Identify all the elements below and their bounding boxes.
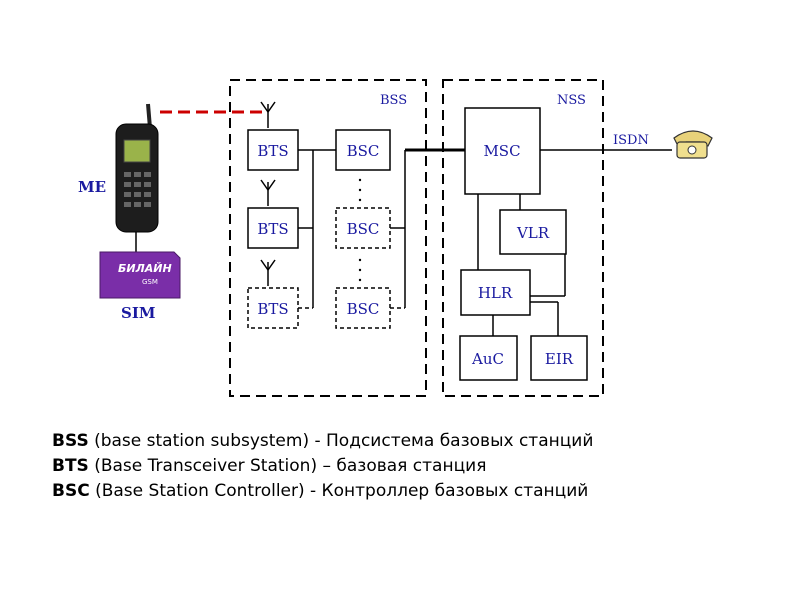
bsc-block-1 bbox=[335, 129, 391, 171]
msc-block bbox=[464, 107, 541, 195]
auc-block bbox=[459, 335, 518, 381]
vlr-label: VLR bbox=[516, 224, 550, 242]
bts-label-3: BTS bbox=[257, 300, 288, 318]
legend-abbr: BSC bbox=[52, 481, 90, 501]
legend-text: (Base Station Controller) - Контроллер б… bbox=[89, 481, 589, 501]
ellipsis-dots bbox=[358, 178, 362, 282]
legend-abbr: BTS bbox=[52, 456, 89, 476]
hlr-label: HLR bbox=[478, 284, 513, 302]
bsc-block-3 bbox=[335, 287, 391, 329]
bss-group-label: BSS bbox=[380, 93, 407, 108]
nss-group-label: NSS bbox=[557, 93, 586, 108]
legend-line-bts: BTS (Base Transceiver Station) – базовая… bbox=[52, 456, 486, 476]
vlr-block bbox=[499, 209, 567, 255]
eir-block bbox=[530, 335, 588, 381]
legend-abbr: BSS bbox=[52, 431, 89, 451]
mobile-phone-icon bbox=[115, 103, 159, 233]
eir-label: EIR bbox=[545, 350, 574, 368]
msc-label: MSC bbox=[483, 142, 520, 160]
hlr-block bbox=[460, 269, 531, 316]
bts-block-3 bbox=[247, 287, 299, 329]
sim-label: SIM bbox=[121, 304, 155, 322]
legend-line-bsc: BSC (Base Station Controller) - Контролл… bbox=[52, 481, 588, 501]
antenna-icon bbox=[260, 259, 276, 286]
antenna-icon bbox=[260, 101, 276, 128]
bsc-label-2: BSC bbox=[347, 220, 380, 238]
bts-label-2: BTS bbox=[257, 220, 288, 238]
bts-block-2 bbox=[247, 207, 299, 249]
gsm-architecture-diagram: BSS NSS bbox=[78, 79, 713, 397]
legend-line-bss: BSS (base station subsystem) - Подсистем… bbox=[52, 431, 593, 451]
sim-card-sub: GSM bbox=[142, 278, 158, 286]
auc-label: AuC bbox=[471, 350, 504, 368]
connection-lines bbox=[298, 148, 672, 336]
bsc-label-3: BSC bbox=[347, 300, 380, 318]
legend-text: (base station subsystem) - Подсистема ба… bbox=[88, 431, 594, 451]
sim-card-brand: БИЛАЙН bbox=[118, 262, 172, 275]
bsc-block-2 bbox=[335, 207, 391, 249]
bss-group-frame bbox=[229, 79, 427, 397]
antenna-icon bbox=[260, 179, 276, 206]
isdn-label: ISDN bbox=[613, 133, 649, 148]
bts-label-1: BTS bbox=[257, 142, 288, 160]
bsc-label-1: BSC bbox=[347, 142, 380, 160]
bts-block-1 bbox=[247, 129, 299, 171]
legend-text: (Base Transceiver Station) – базовая ста… bbox=[88, 456, 487, 476]
me-label: ME bbox=[78, 178, 106, 196]
sim-card-icon: БИЛАЙН GSM bbox=[99, 251, 181, 299]
telephone-icon bbox=[673, 130, 713, 159]
nss-group-frame bbox=[442, 79, 604, 397]
